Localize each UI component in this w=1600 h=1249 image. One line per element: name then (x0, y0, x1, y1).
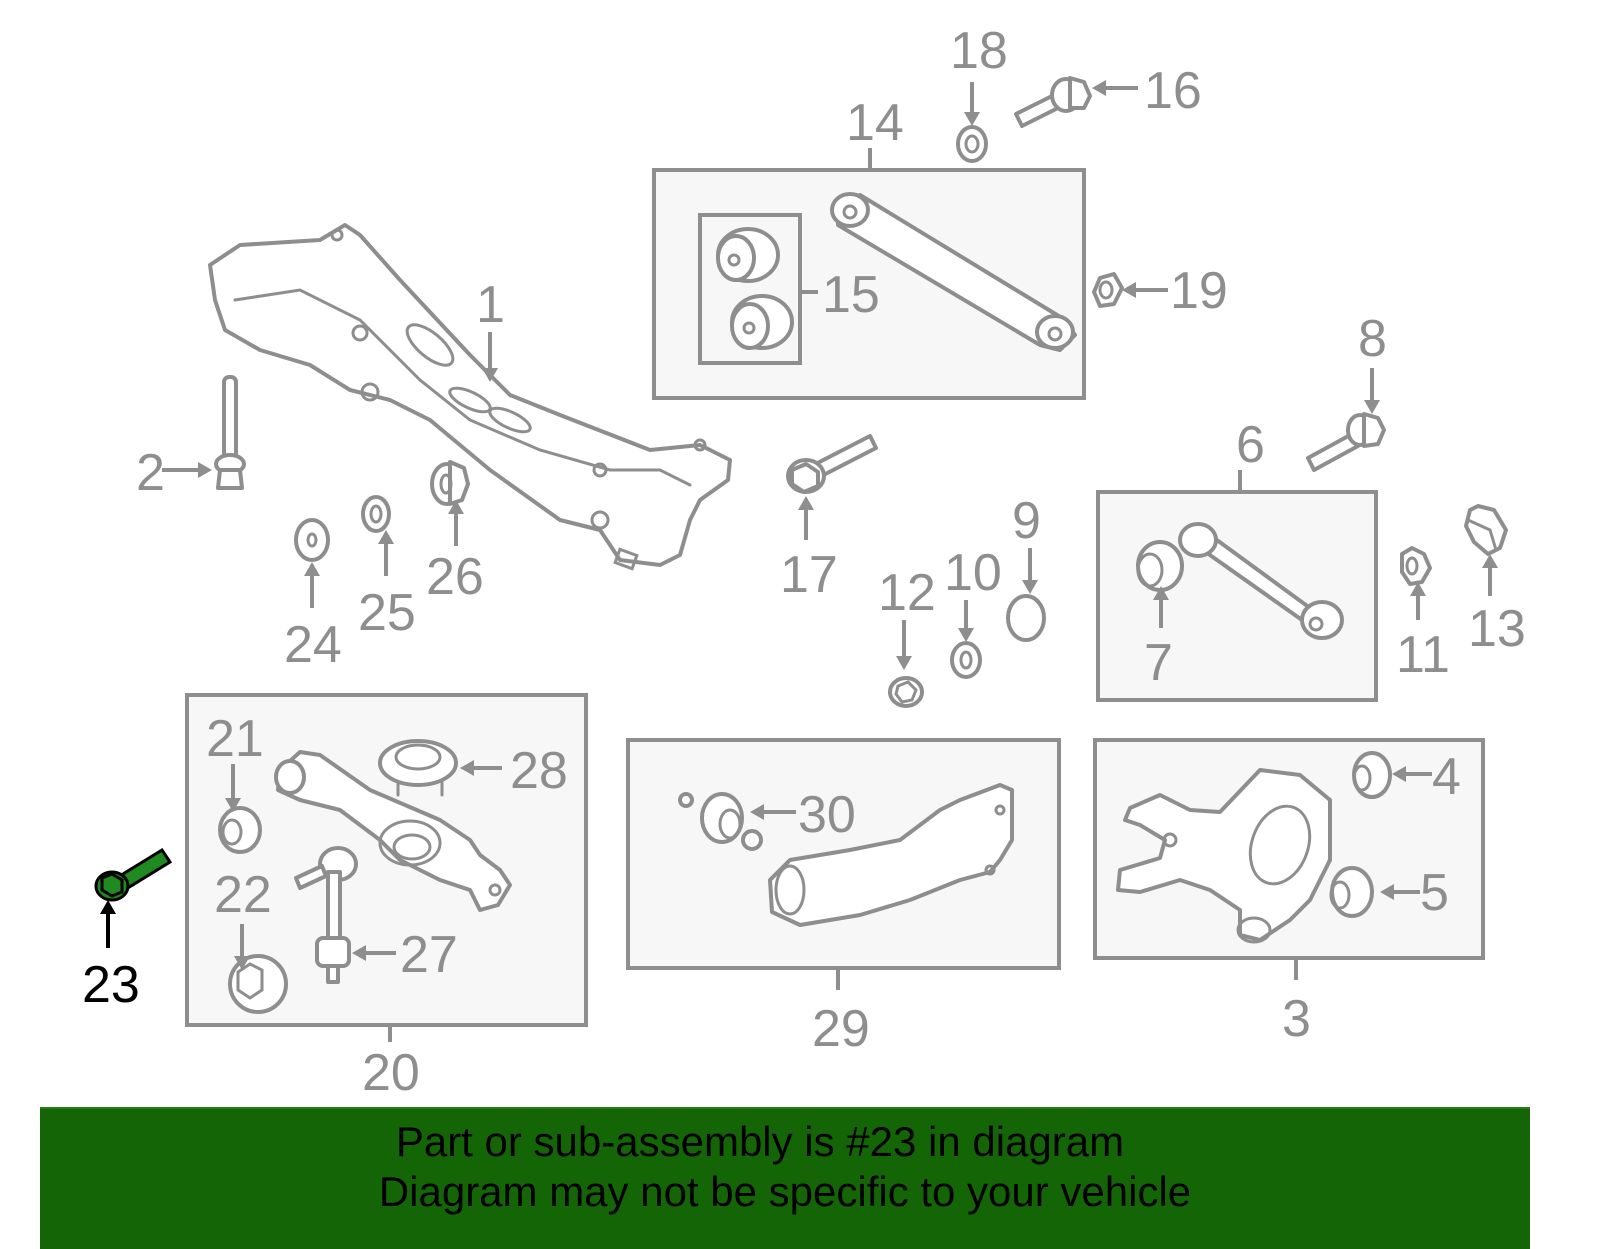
nut-icon[interactable] (1400, 546, 1432, 586)
bushing-icon[interactable] (678, 792, 763, 851)
callout-19[interactable]: 19 (1170, 262, 1228, 320)
nut-icon[interactable] (1092, 272, 1124, 308)
info-banner: Part or sub-assembly is #23 in diagram D… (40, 1107, 1530, 1249)
callout-27[interactable]: 27 (400, 926, 458, 984)
group-box-20: 21 22 28 27 20 (185, 693, 588, 1102)
callout-5[interactable]: 5 (1420, 864, 1449, 922)
callout-3[interactable]: 3 (1282, 990, 1311, 1048)
callout-20[interactable]: 20 (362, 1044, 420, 1102)
callout-8[interactable]: 8 (1358, 310, 1387, 368)
bushing-icon[interactable] (1136, 540, 1184, 592)
control-arm-icon[interactable] (830, 192, 1077, 352)
callout-26[interactable]: 26 (426, 548, 484, 606)
callout-11[interactable]: 11 (1396, 626, 1450, 684)
callout-7[interactable]: 7 (1144, 634, 1173, 692)
callout-28[interactable]: 28 (510, 742, 568, 800)
bushing-icon[interactable] (218, 806, 262, 854)
callout-22[interactable]: 22 (214, 866, 272, 924)
highlighted-bolt-icon[interactable] (94, 847, 173, 902)
callout-30[interactable]: 30 (798, 786, 856, 844)
lower-control-arm-icon[interactable] (274, 750, 512, 912)
bushing-icon[interactable] (1329, 866, 1374, 918)
knuckle-icon[interactable] (1116, 768, 1332, 944)
bolt-icon[interactable] (1014, 76, 1092, 128)
callout-1[interactable]: 1 (476, 276, 505, 334)
spring-seat-icon[interactable] (378, 739, 458, 797)
callout-16[interactable]: 16 (1144, 62, 1202, 120)
bushing-icon[interactable] (1352, 751, 1392, 799)
bolt-icon[interactable] (1306, 412, 1386, 472)
callout-18[interactable]: 18 (950, 22, 1008, 80)
callout-4[interactable]: 4 (1432, 748, 1461, 806)
parts-diagram: 14 15 18 16 19 1 (82, 22, 1526, 1102)
nut-icon[interactable] (888, 676, 924, 708)
cap-icon[interactable] (1464, 504, 1508, 556)
callout-13[interactable]: 13 (1468, 600, 1526, 658)
group-box-3: 4 5 3 (1093, 738, 1485, 1048)
o-ring-icon[interactable] (1006, 594, 1046, 642)
callout-12[interactable]: 12 (878, 564, 936, 622)
callout-14[interactable]: 14 (846, 94, 904, 152)
nut-icon[interactable] (430, 460, 470, 506)
washer-icon[interactable] (294, 518, 330, 562)
callout-10[interactable]: 10 (944, 544, 1002, 602)
callout-24[interactable]: 24 (284, 616, 342, 674)
group-box-14: 14 15 (652, 94, 1086, 400)
bolt-icon[interactable] (214, 375, 246, 490)
washer-icon[interactable] (361, 495, 391, 533)
group-box-6: 6 7 (1096, 416, 1378, 702)
bushing-icon[interactable] (730, 294, 794, 350)
banner-disclaimer-text: Diagram may not be specific to your vehi… (378, 1168, 1192, 1215)
bolt-icon[interactable] (786, 434, 878, 494)
trailing-arm-icon[interactable] (768, 783, 1014, 927)
callout-17[interactable]: 17 (780, 546, 838, 604)
bushing-icon[interactable] (716, 227, 780, 283)
banner-part-text: Part or sub-assembly is #23 in diagram (395, 1118, 1125, 1165)
bushing-icon[interactable] (228, 954, 288, 1014)
callout-25[interactable]: 25 (358, 584, 416, 642)
washer-icon[interactable] (950, 641, 982, 679)
callout-29[interactable]: 29 (812, 1000, 870, 1058)
callout-9[interactable]: 9 (1012, 492, 1041, 550)
washer-icon[interactable] (956, 125, 988, 163)
callout-23[interactable]: 23 (82, 956, 140, 1014)
crossmember-icon[interactable] (208, 223, 732, 571)
lateral-link-icon[interactable] (1178, 522, 1344, 640)
callout-15[interactable]: 15 (822, 266, 880, 324)
callout-6[interactable]: 6 (1236, 416, 1265, 474)
stabilizer-link-icon[interactable] (294, 846, 358, 984)
callout-21[interactable]: 21 (206, 710, 264, 768)
callout-2[interactable]: 2 (136, 444, 165, 502)
group-box-29: 30 29 (626, 738, 1061, 1058)
